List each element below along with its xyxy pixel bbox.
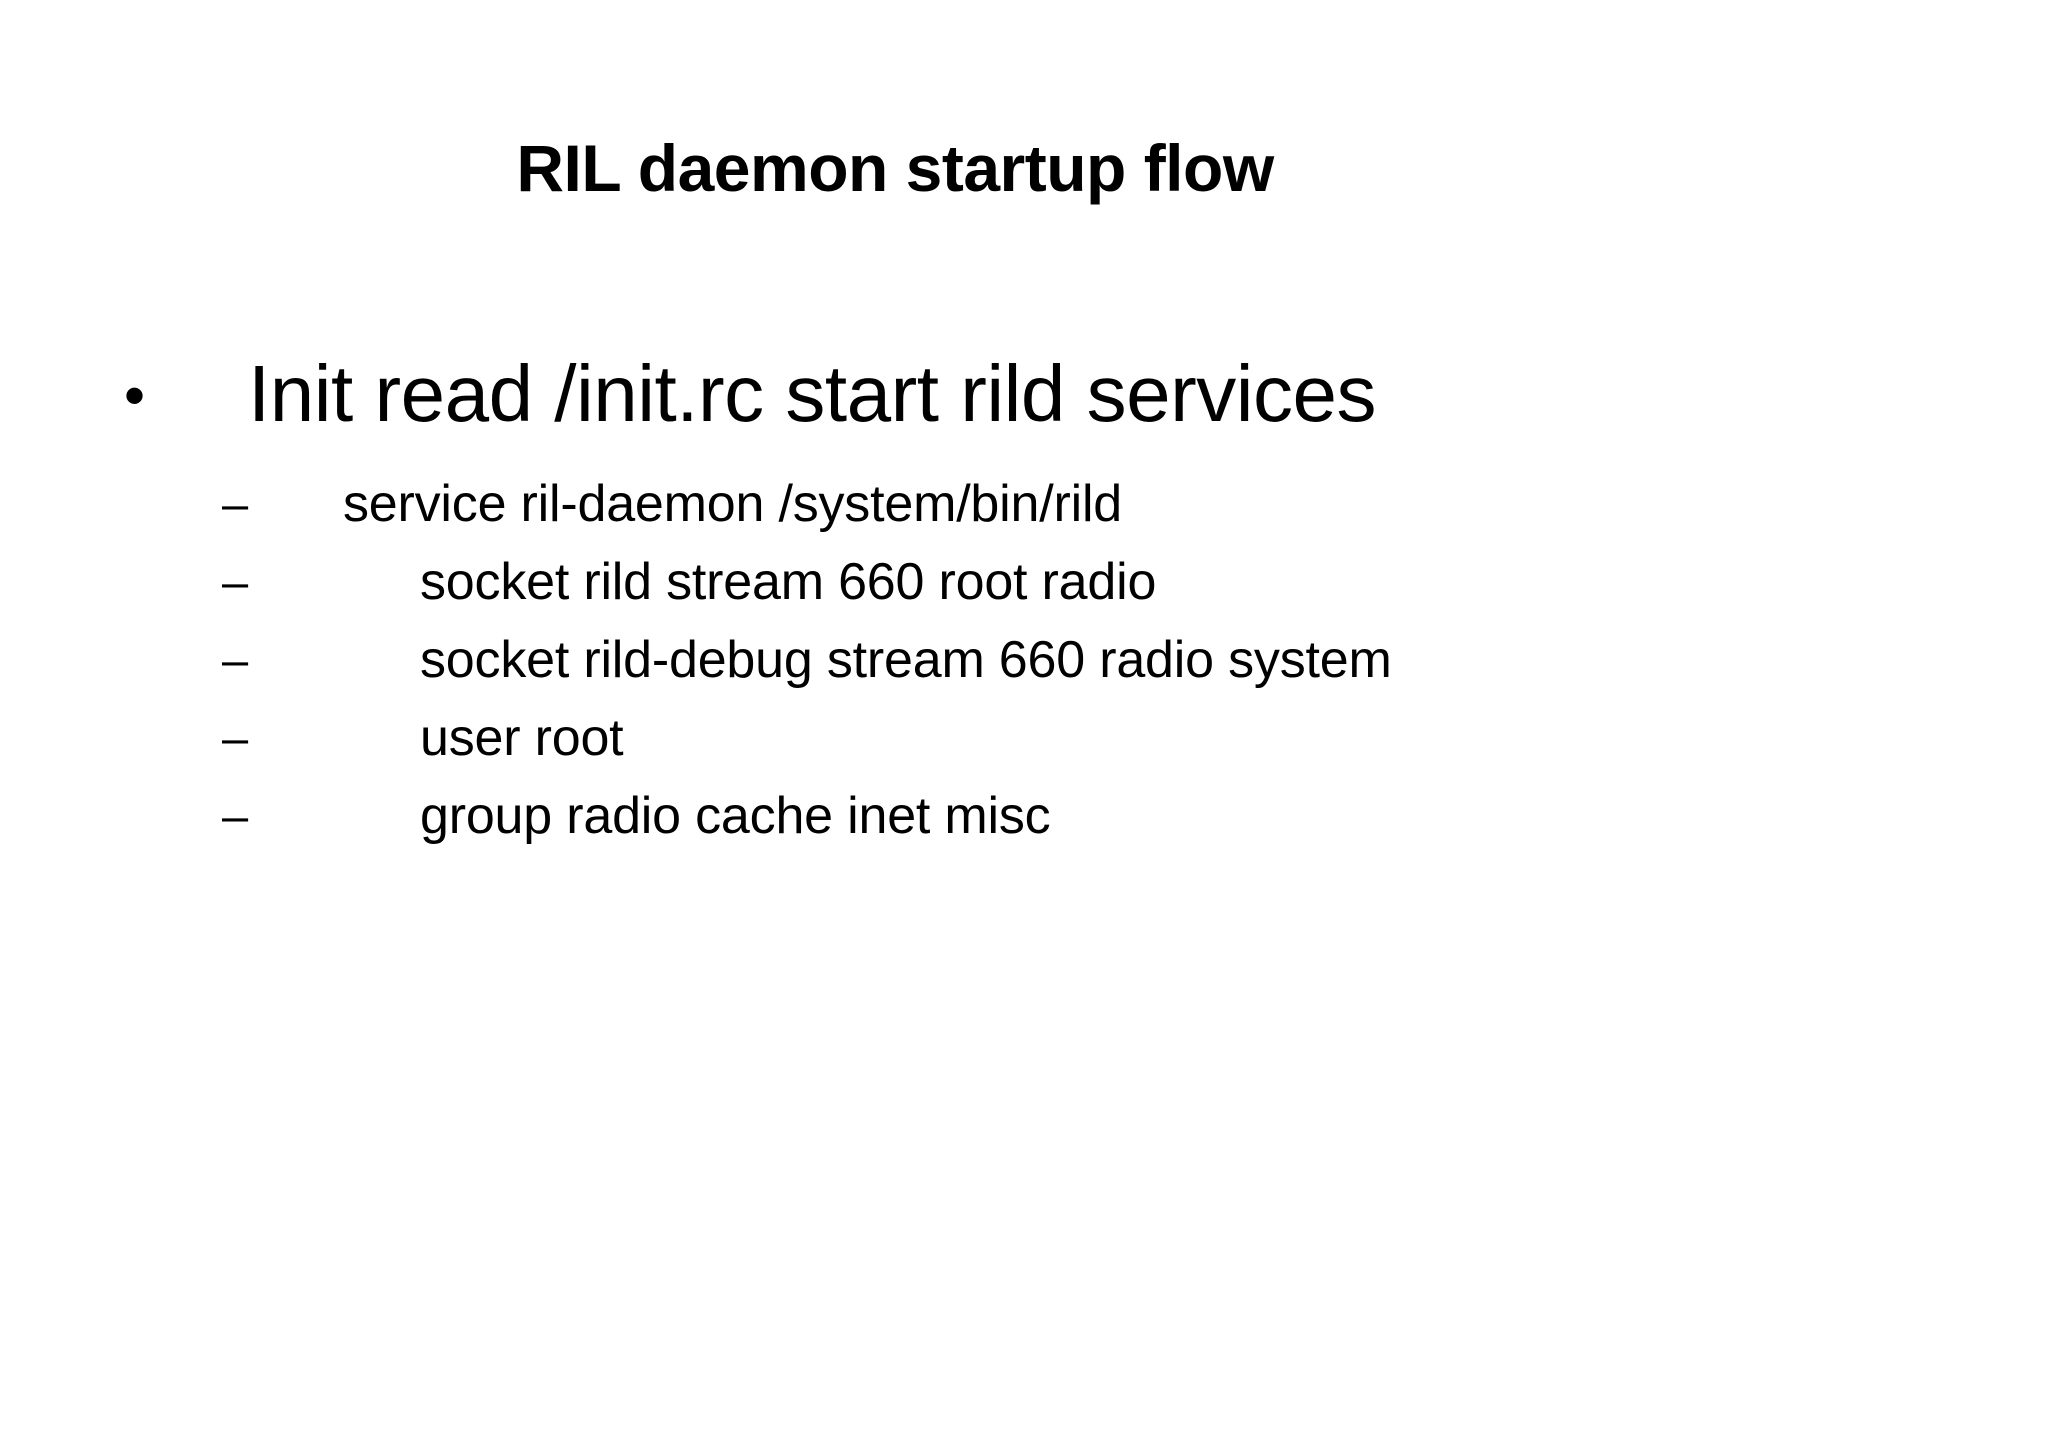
dash-icon: – [222,477,249,530]
slide-body: • Init read /init.rc start rild services… [0,352,2048,866]
bullet-item-level2-label: socket rild-debug stream 660 radio syste… [420,631,1392,689]
bullet-item-level2: – user root [0,710,2048,788]
bullet-item-level1: • Init read /init.rc start rild services [0,352,2048,462]
bullet-item-level2-label: group radio cache inet misc [420,787,1051,845]
bullet-item-level2: – service ril-daemon /system/bin/rild [0,476,2048,554]
dash-icon: – [222,711,249,764]
dash-icon: – [222,789,249,842]
page-title: RIL daemon startup flow [516,131,1274,205]
bullet-item-level2: – group radio cache inet misc [0,788,2048,866]
bullet-item-level2: – socket rild-debug stream 660 radio sys… [0,632,2048,710]
bullet-item-level2-label: service ril-daemon /system/bin/rild [343,475,1123,533]
bullet-item-level1-label: Init read /init.rc start rild services [248,349,1377,438]
bullet-item-level2-label: user root [420,709,624,767]
bullet-item-level2: – socket rild stream 660 root radio [0,554,2048,632]
bullet-item-level2-label: socket rild stream 660 root radio [420,553,1157,611]
bullet-dot-icon: • [124,362,146,429]
dash-icon: – [222,555,249,608]
dash-icon: – [222,633,249,686]
